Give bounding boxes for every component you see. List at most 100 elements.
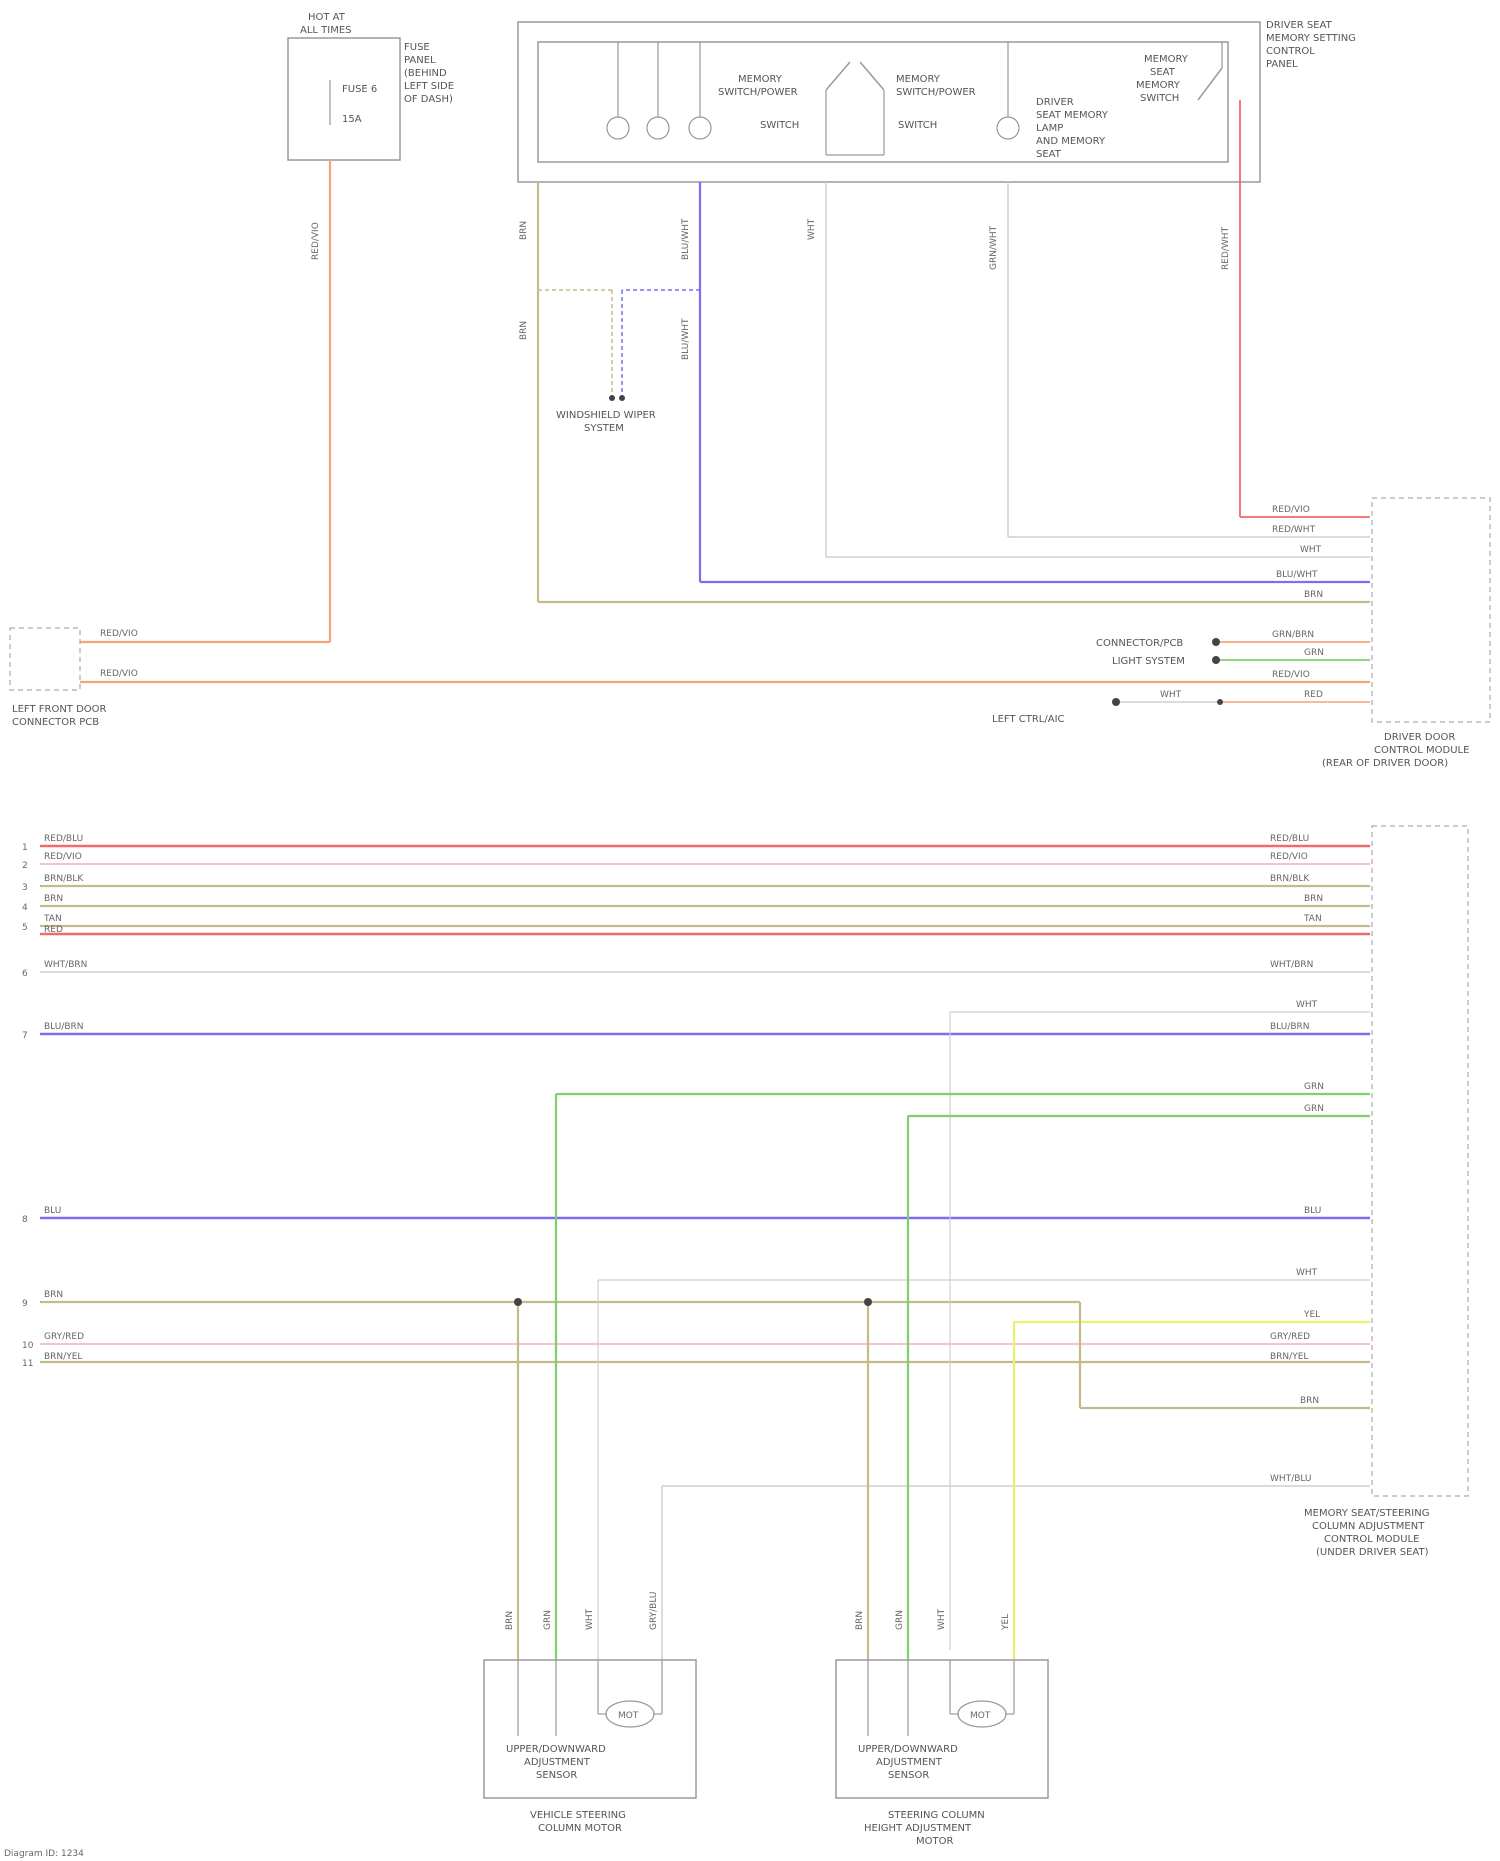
lbl-r10: GRN bbox=[1304, 1104, 1324, 1114]
mem-module-4: (UNDER DRIVER SEAT) bbox=[1316, 1547, 1429, 1558]
lbl-door-d: BLU/WHT bbox=[1276, 570, 1318, 580]
m1-caption-1: VEHICLE STEERING bbox=[530, 1810, 626, 1821]
gnd-label-1: WINDSHIELD WIPER bbox=[556, 410, 656, 421]
lbl-w-blu: BLU/WHT bbox=[681, 218, 691, 260]
lbl-m1d: GRY/BLU bbox=[649, 1591, 659, 1630]
pin-1: 1 bbox=[22, 843, 28, 853]
ind-label-5: SEAT bbox=[1036, 149, 1062, 160]
lbl-lp2: RED/VIO bbox=[100, 669, 138, 679]
pin-6: 6 bbox=[22, 969, 28, 979]
lbl-b7: WHT/BRN bbox=[44, 960, 87, 970]
mem-button-2a: MEMORY bbox=[896, 74, 941, 85]
msw-title-1: DRIVER SEAT bbox=[1266, 20, 1333, 31]
switch-label-b: SWITCH bbox=[898, 120, 937, 131]
pin-4: 4 bbox=[22, 903, 28, 913]
motor-1-mot: MOT bbox=[618, 1711, 639, 1721]
lbl-r5: TAN bbox=[1303, 914, 1322, 924]
fuse-label-4: LEFT SIDE bbox=[404, 81, 454, 92]
fuse-box bbox=[288, 38, 400, 160]
lbl-b5: TAN bbox=[43, 914, 62, 924]
fuse-box-hot-2: ALL TIMES bbox=[300, 25, 352, 36]
lbl-r3: BRN/BLK bbox=[1270, 874, 1310, 884]
lbl-b11: GRY/RED bbox=[44, 1332, 84, 1342]
pin-9: 9 bbox=[22, 1299, 28, 1309]
lbl-w-brn: BRN bbox=[519, 221, 529, 240]
ind-label-2: SEAT MEMORY bbox=[1036, 110, 1109, 121]
msw-title-3: CONTROL bbox=[1266, 46, 1315, 57]
door-note-2: LIGHT SYSTEM bbox=[1112, 656, 1185, 667]
m2-label-2: ADJUSTMENT bbox=[876, 1757, 943, 1768]
pin-11: 11 bbox=[22, 1359, 33, 1369]
switch-contact-a bbox=[826, 62, 850, 90]
lbl-r13: YEL bbox=[1303, 1310, 1320, 1320]
lbl-b12: BRN/YEL bbox=[44, 1352, 82, 1362]
lbl-door-g: GRN bbox=[1304, 648, 1324, 658]
lbl-r6: WHT/BRN bbox=[1270, 960, 1313, 970]
lbl-door-b: RED/WHT bbox=[1272, 525, 1316, 535]
pin-8: 8 bbox=[22, 1215, 28, 1225]
motor-2-mot: MOT bbox=[970, 1711, 991, 1721]
lbl-b9: BLU bbox=[44, 1206, 61, 1216]
lbl-r9: GRN bbox=[1304, 1082, 1324, 1092]
door-module-1: DRIVER DOOR bbox=[1384, 732, 1455, 743]
fuse-label-1: FUSE bbox=[404, 42, 430, 53]
m1-label-1: UPPER/DOWNWARD bbox=[506, 1744, 606, 1755]
fuse-label-5: OF DASH) bbox=[404, 94, 453, 105]
left-pin-numbers: 1 2 3 4 5 6 7 8 9 10 11 bbox=[22, 843, 34, 1369]
mem-module-2: COLUMN ADJUSTMENT bbox=[1312, 1521, 1425, 1532]
lbl-r4: BRN bbox=[1304, 894, 1323, 904]
lbl-b10: BRN bbox=[44, 1290, 63, 1300]
m2-label-3: SENSOR bbox=[888, 1770, 929, 1781]
lbl-w-wht: WHT bbox=[807, 218, 817, 240]
lbl-w-red: RED/WHT bbox=[1221, 226, 1231, 270]
switch-label-a: SWITCH bbox=[760, 120, 799, 131]
lbl-m1a: BRN bbox=[505, 1611, 515, 1630]
lbl-b8: BLU/BRN bbox=[44, 1022, 84, 1032]
gnd-dot-1 bbox=[609, 395, 615, 401]
lbl-r12: WHT bbox=[1296, 1268, 1318, 1278]
lbl-b6: RED bbox=[44, 925, 63, 935]
door-note-1: CONNECTOR/PCB bbox=[1096, 638, 1183, 649]
lbl-m2c: WHT bbox=[937, 1608, 947, 1630]
lbl-door-j: WHT bbox=[1160, 690, 1182, 700]
left-connector-box bbox=[10, 628, 80, 690]
lbl-fuse-out: RED/VIO bbox=[311, 222, 321, 260]
ind-label-4: AND MEMORY bbox=[1036, 136, 1106, 147]
m2-label-1: UPPER/DOWNWARD bbox=[858, 1744, 958, 1755]
led-3 bbox=[689, 117, 711, 139]
mset-label-3: MEMORY bbox=[1136, 80, 1181, 91]
ind-label-3: LAMP bbox=[1036, 123, 1063, 134]
pin-7: 7 bbox=[22, 1031, 28, 1041]
gnd-label-2: SYSTEM bbox=[584, 423, 624, 434]
gnd-dot-2 bbox=[619, 395, 625, 401]
lbl-r2: RED/VIO bbox=[1270, 852, 1308, 862]
pin-2: 2 bbox=[22, 861, 28, 871]
lbl-door-c: WHT bbox=[1300, 545, 1322, 555]
led-2 bbox=[647, 117, 669, 139]
door-dot-i bbox=[1217, 699, 1223, 705]
lbl-lp1: RED/VIO bbox=[100, 629, 138, 639]
mset-label-2: SEAT bbox=[1150, 67, 1176, 78]
m1-label-3: SENSOR bbox=[536, 1770, 577, 1781]
memory-module-box bbox=[1372, 826, 1468, 1496]
lbl-door-f: GRN/BRN bbox=[1272, 630, 1314, 640]
pin-3: 3 bbox=[22, 883, 28, 893]
lbl-door-h: RED/VIO bbox=[1272, 670, 1310, 680]
lbl-b1: RED/BLU bbox=[44, 834, 83, 844]
lbl-b4: BRN bbox=[44, 894, 63, 904]
lbl-b2: RED/VIO bbox=[44, 852, 82, 862]
left-ctrl: LEFT CTRL/AIC bbox=[992, 714, 1065, 725]
lbl-r15: BRN/YEL bbox=[1270, 1352, 1308, 1362]
fuse-id: FUSE 6 bbox=[342, 84, 377, 95]
lbl-door-i: RED bbox=[1304, 690, 1323, 700]
mem-button-1a: MEMORY bbox=[738, 74, 783, 85]
mem-module-1: MEMORY SEAT/STEERING bbox=[1304, 1508, 1429, 1519]
memory-switch-inner bbox=[538, 42, 1228, 162]
lbl-m1c: WHT bbox=[585, 1608, 595, 1630]
fuse-label-2: PANEL bbox=[404, 55, 436, 66]
lbl-m2a: BRN bbox=[855, 1611, 865, 1630]
mset-label-4: SWITCH bbox=[1140, 93, 1179, 104]
m1-caption-2: COLUMN MOTOR bbox=[538, 1823, 622, 1834]
m1-dot-a bbox=[514, 1298, 522, 1306]
